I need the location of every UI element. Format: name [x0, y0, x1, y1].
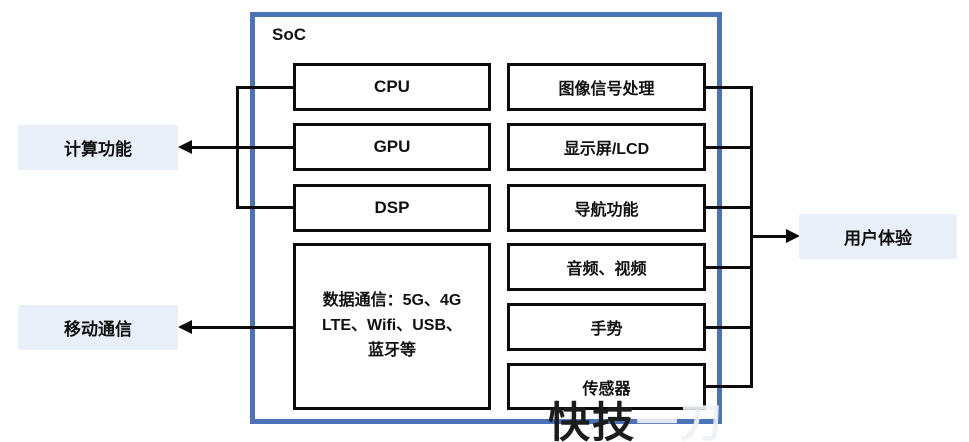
compute-arrowhead-icon [178, 140, 192, 154]
image-signal-processing-label: 图像信号处理 [558, 81, 655, 98]
compute-function-label: 计算功能 [18, 125, 178, 170]
connector-av-line [706, 266, 753, 269]
data-comm-line1: 数据通信：5G、4G [322, 292, 462, 310]
connector-gesture-line [706, 326, 753, 329]
watermark-dark-text: 快技 [548, 399, 637, 442]
sensor-label: 传感器 [582, 380, 631, 398]
gesture-label: 手势 [590, 321, 623, 338]
dsp-box: DSP [293, 184, 491, 232]
compute-function-text: 计算功能 [64, 140, 132, 159]
user-experience-label: 用户体验 [799, 214, 957, 259]
image-signal-processing-box: 图像信号处理 [507, 63, 706, 111]
connector-sensor-line [706, 385, 753, 388]
user-experience-text: 用户体验 [844, 229, 912, 248]
right-bracket-line [750, 86, 753, 388]
connector-dsp-line [236, 206, 293, 209]
cpu-label: CPU [374, 77, 410, 96]
connector-nav-line [706, 206, 753, 209]
mobile-communication-label: 移动通信 [18, 305, 178, 350]
soc-title: SoC [272, 25, 306, 44]
soc-container [250, 12, 722, 424]
data-comm-line2: LTE、Wifi、USB、 [322, 317, 462, 335]
mobile-arrowhead-icon [178, 320, 192, 334]
ux-arrow-line [753, 235, 788, 238]
watermark: 快技一刀 [548, 402, 724, 442]
ux-arrowhead-icon [786, 229, 800, 243]
data-comm-line3: 蓝牙等 [367, 341, 416, 359]
dsp-label: DSP [374, 198, 410, 217]
navigation-box: 导航功能 [507, 184, 706, 232]
data-comm-label: 数据通信：5G、4G LTE、Wifi、USB、 蓝牙等 [322, 289, 462, 363]
watermark-light-text: 一刀 [636, 399, 725, 442]
connector-gpu-line [236, 146, 293, 149]
display-lcd-box: 显示屏/LCD [507, 123, 706, 171]
gpu-box: GPU [293, 123, 491, 171]
gesture-box: 手势 [507, 303, 706, 351]
navigation-label: 导航功能 [574, 202, 639, 219]
data-comm-box: 数据通信：5G、4G LTE、Wifi、USB、 蓝牙等 [293, 243, 491, 410]
display-lcd-label: 显示屏/LCD [563, 141, 650, 158]
mobile-arrow-line [191, 326, 293, 329]
sensor-box: 传感器 [507, 363, 706, 410]
audio-video-label: 音频、视频 [566, 261, 647, 278]
mobile-communication-text: 移动通信 [64, 320, 132, 339]
cpu-box: CPU [293, 63, 491, 111]
connector-isp-line [706, 86, 753, 89]
connector-cpu-line [236, 86, 293, 89]
left-bracket-line [236, 86, 239, 209]
connector-lcd-line [706, 146, 753, 149]
gpu-label: GPU [373, 137, 411, 156]
compute-arrow-line [191, 146, 236, 149]
audio-video-box: 音频、视频 [507, 243, 706, 291]
